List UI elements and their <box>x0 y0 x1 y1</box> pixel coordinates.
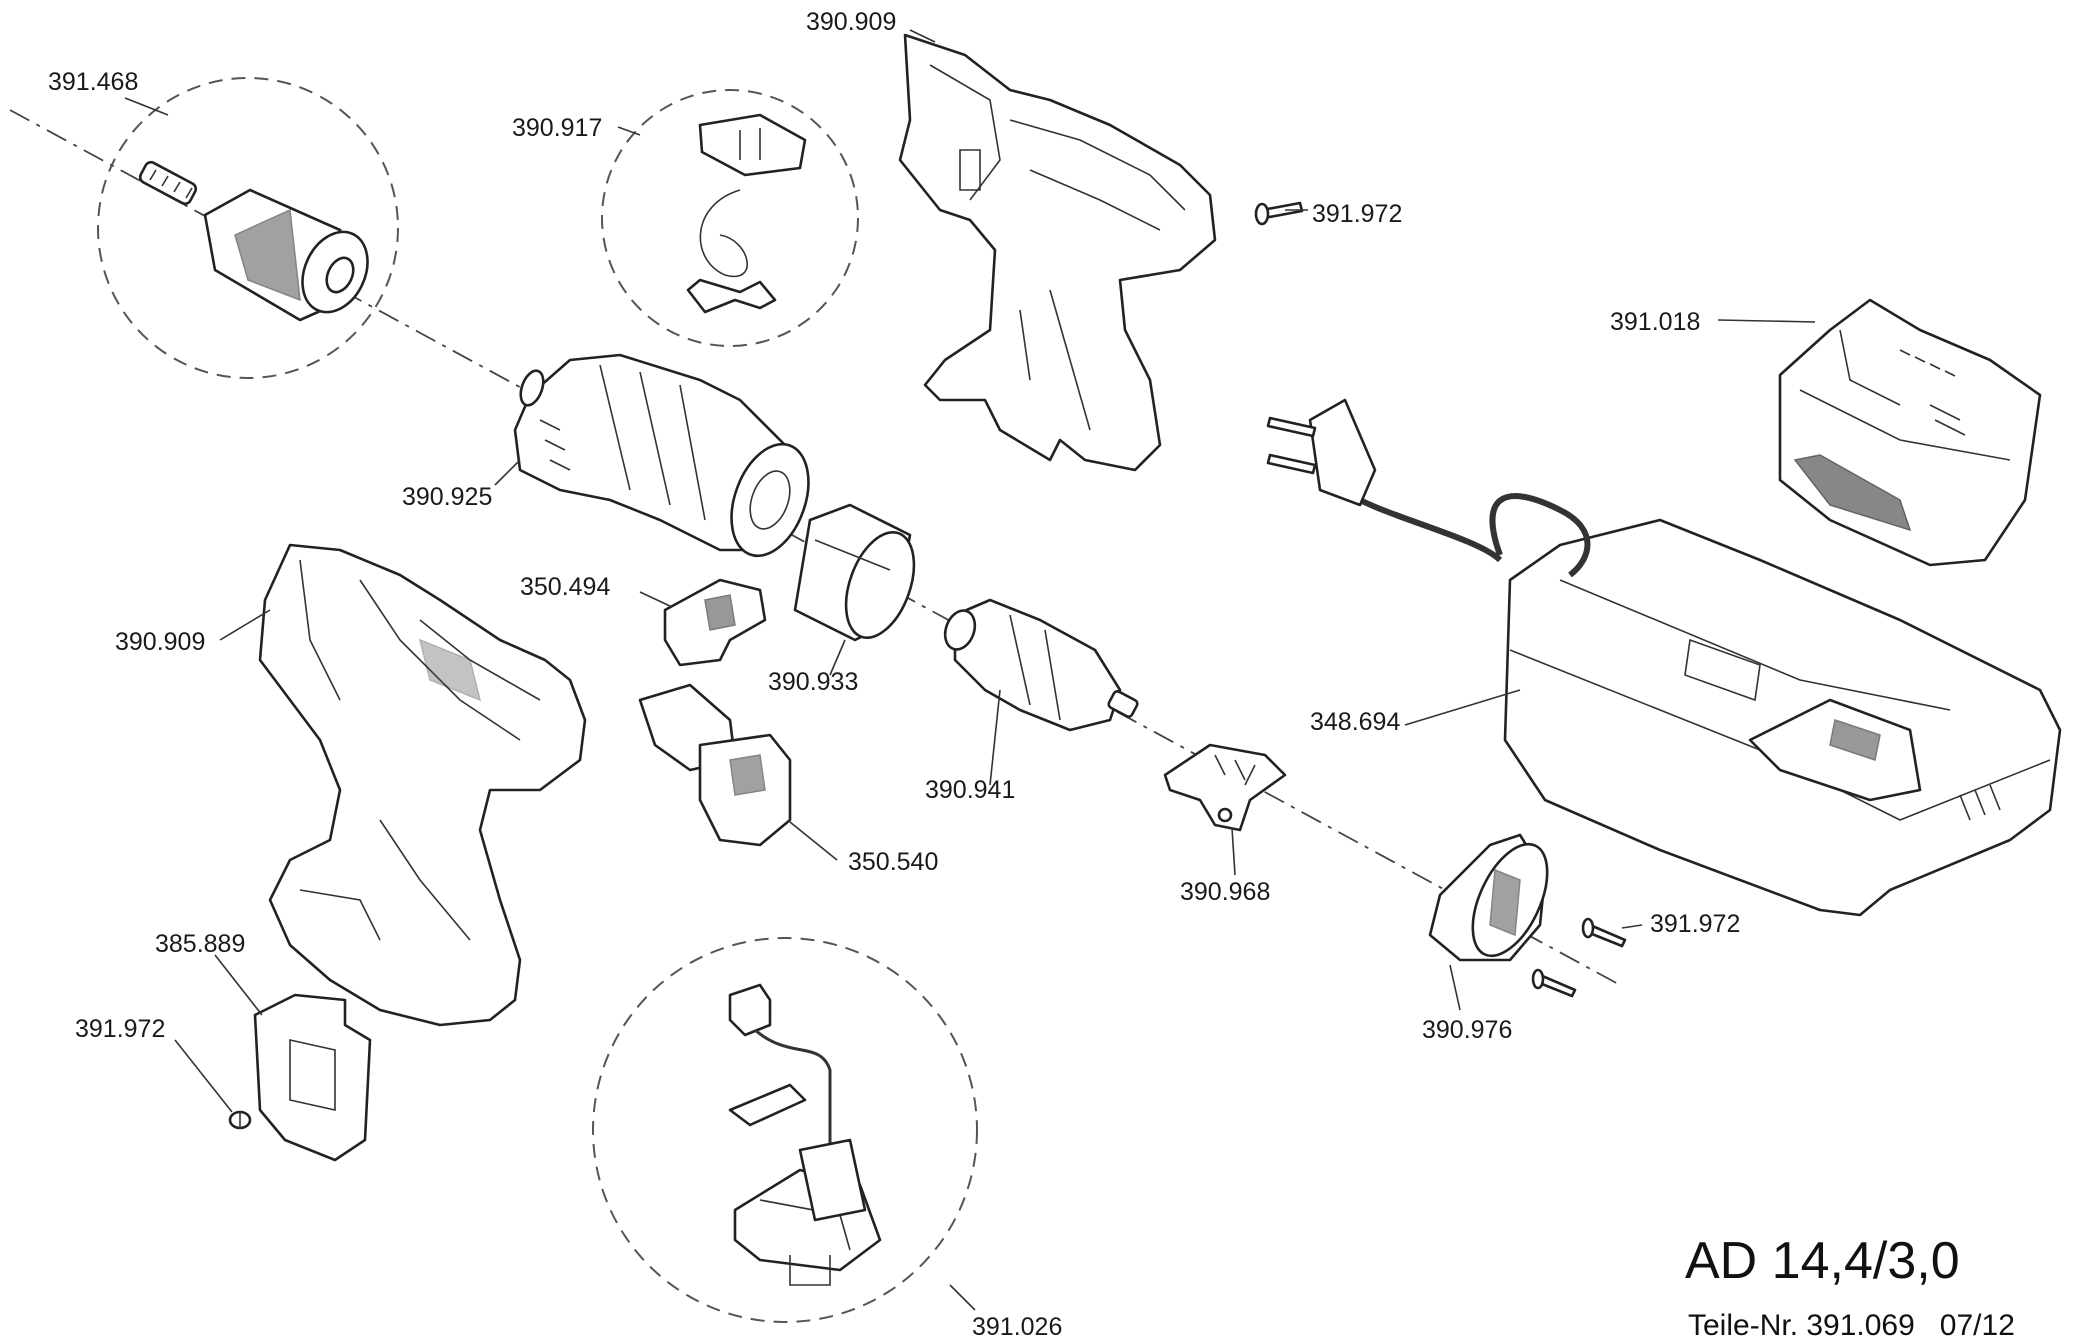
label-391-018: 391.018 <box>1610 308 1700 336</box>
contact-assembly-detail <box>592 937 978 1323</box>
mains-plug <box>1266 398 1377 507</box>
label-391-026: 391.026 <box>972 1313 1062 1338</box>
switch <box>638 683 792 847</box>
label-350-540: 350.540 <box>848 848 938 876</box>
label-391-972-clip: 391.972 <box>75 1015 165 1043</box>
label-390-976: 390.976 <box>1422 1016 1512 1044</box>
leader-lines <box>124 29 1816 1311</box>
clip-screw <box>228 1110 252 1130</box>
label-391-972-top: 391.972 <box>1312 200 1402 228</box>
label-391-972-endcap: 391.972 <box>1650 910 1740 938</box>
housing-screw-top <box>1254 201 1304 226</box>
gearbox <box>513 353 810 558</box>
label-385-889: 385.889 <box>155 930 245 958</box>
end-cap-screws <box>1531 917 1627 998</box>
charger <box>1503 518 2062 917</box>
chuck-detail <box>97 77 399 379</box>
end-cap <box>1428 833 1549 962</box>
model-title: AD 14,4/3,0 <box>1685 1232 1960 1290</box>
brake-plate <box>663 578 767 667</box>
spring-clip-detail <box>601 89 859 347</box>
motor-sleeve <box>793 503 916 642</box>
part-number-date: Teile-Nr. 391.069 07/12 <box>1688 1309 2015 1338</box>
rotor-board <box>1163 743 1287 832</box>
label-390-925: 390.925 <box>402 483 492 511</box>
chuck-screw <box>138 160 198 206</box>
battery-pack <box>1778 298 2042 567</box>
part-labels: 391.468 390.917 390.909 391.972 391.018 … <box>48 8 1740 1338</box>
motor <box>943 598 1139 732</box>
label-390-909-left: 390.909 <box>115 628 205 656</box>
label-390-933: 390.933 <box>768 668 858 696</box>
housing-right <box>898 33 1217 472</box>
housing-left <box>258 543 587 1027</box>
label-391-468: 391.468 <box>48 68 138 96</box>
belt-clip <box>253 993 372 1162</box>
chuck <box>203 188 369 322</box>
label-348-694: 348.694 <box>1310 708 1400 736</box>
title-block: AD 14,4/3,0 Teile-Nr. 391.069 07/12 <box>1685 1232 2015 1338</box>
label-390-909-top: 390.909 <box>806 8 896 36</box>
label-390-941: 390.941 <box>925 776 1015 804</box>
charger-cable <box>1358 493 1591 578</box>
label-390-917: 390.917 <box>512 114 602 142</box>
label-350-494: 350.494 <box>520 573 610 601</box>
label-390-968: 390.968 <box>1180 878 1270 906</box>
